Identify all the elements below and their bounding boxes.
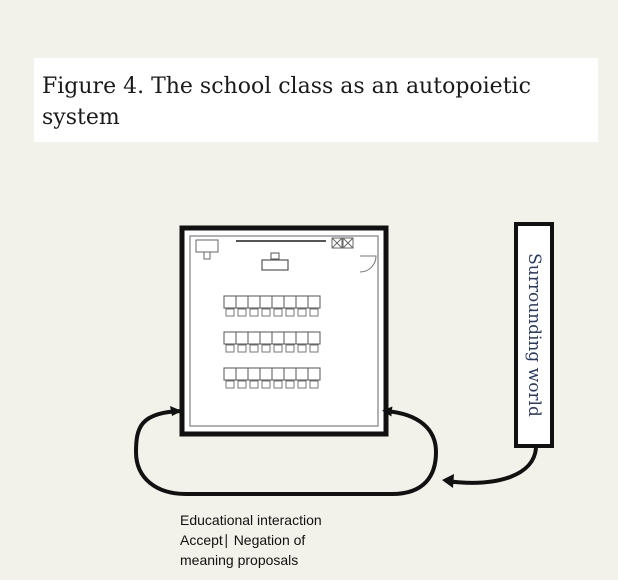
surrounding-world-label: Surrounding world [524, 253, 544, 417]
student-chair [249, 380, 259, 389]
student-desk [283, 331, 297, 345]
student-desk [223, 331, 237, 345]
teacher-desk [261, 259, 289, 271]
student-desk [307, 367, 321, 381]
loop-label-line-2: Accept∣ Negation of [180, 532, 306, 548]
student-desk [271, 367, 285, 381]
student-desk [247, 331, 261, 345]
student-desk [235, 367, 249, 381]
student-desk [247, 367, 261, 381]
student-chair [249, 308, 259, 317]
student-desk [247, 295, 261, 309]
student-desk [283, 295, 297, 309]
student-desk [307, 331, 321, 345]
surrounding-world-box: Surrounding world [514, 222, 554, 448]
student-chair [225, 380, 235, 389]
classroom-outer-wall [179, 225, 389, 437]
student-chair [225, 308, 235, 317]
student-chair [225, 344, 235, 353]
student-chair [261, 344, 271, 353]
student-chair [309, 344, 319, 353]
student-chair [285, 344, 295, 353]
student-desk [235, 295, 249, 309]
student-chair [285, 380, 295, 389]
student-chair [237, 380, 247, 389]
student-chair [285, 308, 295, 317]
student-desk-rows [223, 295, 321, 389]
student-desk [295, 331, 309, 345]
student-desk [259, 367, 273, 381]
interaction-loop-label: Educational interaction Accept∣ Negation… [180, 510, 420, 570]
student-desk [307, 295, 321, 309]
environment-arrow [445, 447, 538, 485]
loop-label-line-3: meaning proposals [180, 552, 299, 568]
student-chair [261, 380, 271, 389]
student-chair [237, 344, 247, 353]
student-chair [273, 380, 283, 389]
environment-arrowhead [442, 474, 454, 488]
student-desk [223, 367, 237, 381]
student-desk [271, 295, 285, 309]
student-chair [273, 308, 283, 317]
student-chair [237, 308, 247, 317]
figure-caption: Figure 4. The school class as an autopoi… [42, 74, 531, 130]
student-chair [309, 308, 319, 317]
interaction-loop-arrowhead [170, 406, 182, 416]
interaction-loop-arrow [133, 406, 439, 496]
loop-label-line-1: Educational interaction [180, 512, 322, 528]
student-chair [273, 344, 283, 353]
student-desk [295, 367, 309, 381]
student-desk [223, 295, 237, 309]
student-chair [249, 344, 259, 353]
storage-boxes [331, 237, 354, 249]
cupboard [195, 239, 219, 253]
classroom [179, 225, 389, 437]
student-chair [309, 380, 319, 389]
classroom-inner-wall [189, 235, 379, 427]
student-chair [297, 308, 307, 317]
student-desk [259, 331, 273, 345]
teacher-chair [270, 252, 280, 260]
student-desk [259, 295, 273, 309]
student-desk [271, 331, 285, 345]
figure-caption-box: Figure 4. The school class as an autopoi… [34, 58, 598, 142]
student-chair [297, 344, 307, 353]
cupboard-stool [203, 251, 211, 260]
student-desk [283, 367, 297, 381]
door [359, 255, 377, 273]
student-chair [297, 380, 307, 389]
student-chair [261, 308, 271, 317]
student-desk [295, 295, 309, 309]
student-desk [235, 331, 249, 345]
